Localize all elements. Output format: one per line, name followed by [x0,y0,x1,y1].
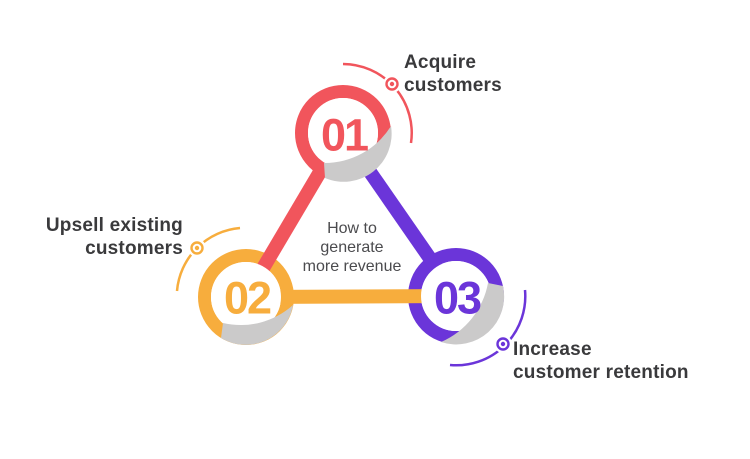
center-title: How to generate more revenue [252,219,452,276]
center-title-line3: more revenue [302,258,402,275]
label-increase-retention: Increase customer retention [513,338,689,384]
center-title-line2: generate [320,239,384,256]
label-upsell-line1: Upsell existing [45,215,183,236]
callout-marker-03-icon [494,335,512,353]
node-03-crescent [441,283,505,345]
center-title-line1: How to [327,220,377,237]
node-02-number: 02 [224,273,271,324]
node-02-crescent [221,305,293,345]
label-acquire-line1: Acquire [404,52,477,73]
label-acquire-line2: customers [404,75,502,96]
node-03-inner [421,261,491,331]
label-increase-line1: Increase [513,339,592,360]
callout-marker-02-icon [188,239,206,257]
connector-02-03 [245,289,457,304]
label-upsell-customers: Upsell existing customers [20,214,183,260]
node-01-crescent [324,126,392,182]
node-01-inner [308,98,378,168]
label-increase-line2: customer retention [513,362,689,383]
node-02-inner [211,262,281,332]
node-03-number: 03 [434,273,481,324]
label-upsell-line2: customers [85,238,183,259]
node-01-number: 01 [321,110,368,161]
callout-marker-01-icon [383,75,401,93]
label-acquire-customers: Acquire customers [404,51,502,97]
